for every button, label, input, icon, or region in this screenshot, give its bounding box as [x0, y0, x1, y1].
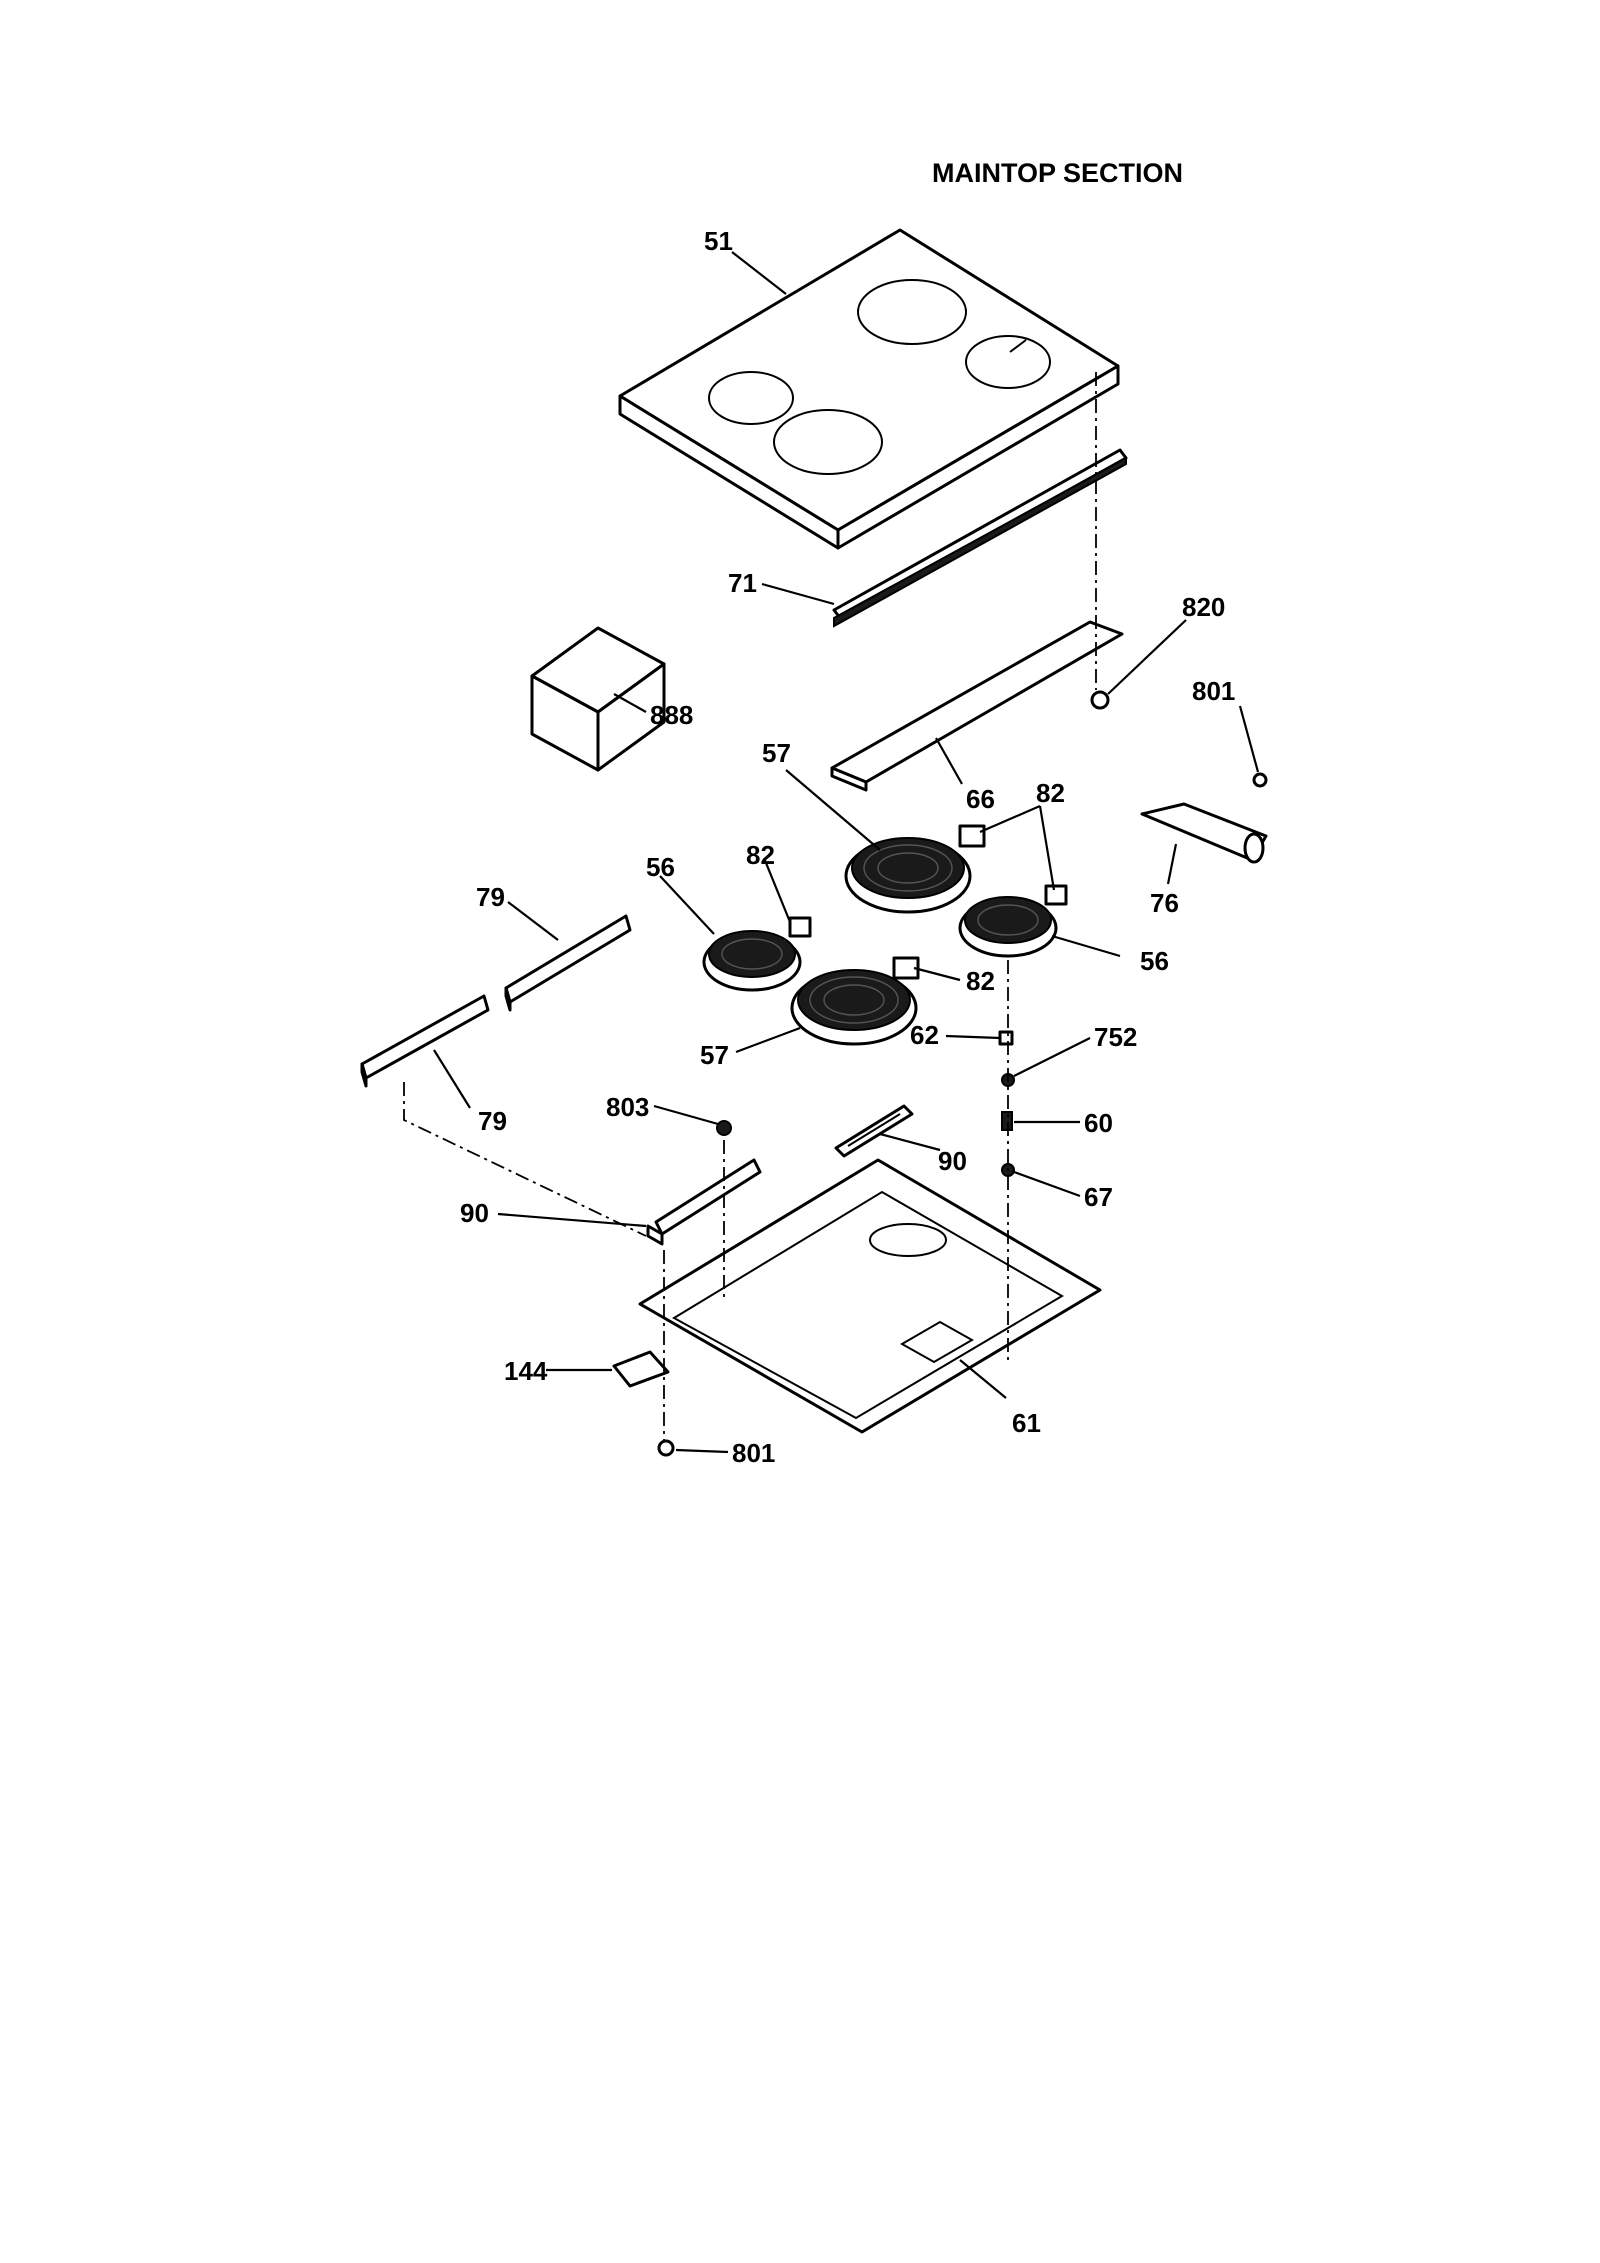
part-62-clip: [998, 1030, 1014, 1046]
callout-90-left: 90: [460, 1198, 489, 1228]
callout-888: 888: [650, 700, 693, 730]
callout-71: 71: [728, 568, 757, 598]
part-79-rail-low: [360, 994, 490, 1088]
part-56-small-element-left: [702, 916, 812, 992]
callout-76: 76: [1150, 888, 1179, 918]
part-801-screw-top: [1252, 772, 1268, 788]
part-71-trim-strip: [832, 448, 1128, 628]
part-66-rear-bracket: [830, 620, 1124, 792]
part-61-burner-box: [638, 1158, 1102, 1434]
part-801-screw-bottom: [657, 1439, 675, 1457]
callout-61: 61: [1012, 1408, 1041, 1438]
part-803-screw: [716, 1120, 732, 1136]
callout-79-low: 79: [478, 1106, 507, 1136]
part-51-glass-cooktop: [618, 228, 1120, 550]
callout-56-right: 56: [1140, 946, 1169, 976]
part-57-large-element-top: [844, 824, 986, 914]
callout-82-mid: 82: [746, 840, 775, 870]
part-90-bracket-right: [834, 1104, 914, 1158]
callout-79-top: 79: [476, 882, 505, 912]
callout-82-low: 82: [966, 966, 995, 996]
callout-820: 820: [1182, 592, 1225, 622]
assembly-lines: [403, 372, 1097, 1440]
callout-803: 803: [606, 1092, 649, 1122]
callout-90-right: 90: [938, 1146, 967, 1176]
part-144-clip: [612, 1350, 670, 1388]
callout-57-low: 57: [700, 1040, 729, 1070]
callout-51: 51: [704, 226, 733, 256]
callout-801-bottom: 801: [732, 1438, 775, 1468]
part-60-spacer: [1001, 1111, 1013, 1131]
callout-57-top: 57: [762, 738, 791, 768]
part-56-small-element-right: [958, 884, 1068, 958]
callout-144: 144: [504, 1356, 548, 1386]
part-79-rail-top: [504, 914, 632, 1012]
callout-62: 62: [910, 1020, 939, 1050]
callout-801-top: 801: [1192, 676, 1235, 706]
callout-82-top: 82: [1036, 778, 1065, 808]
part-90-bracket-left: [646, 1158, 762, 1246]
part-57-large-element-low: [790, 956, 920, 1046]
part-76-harness: [1140, 802, 1268, 864]
callout-66: 66: [966, 784, 995, 814]
callout-56-left: 56: [646, 852, 675, 882]
section-title: MAINTOP SECTION: [932, 158, 1183, 188]
part-888-box: [530, 626, 666, 772]
callout-752: 752: [1094, 1022, 1137, 1052]
callout-67: 67: [1084, 1182, 1113, 1212]
callout-60: 60: [1084, 1108, 1113, 1138]
leader-lines: [433, 251, 1260, 1454]
callout-labels: 51 71 820 801 888 57 66 82 76 79 56 82 5…: [460, 226, 1235, 1468]
part-820-screw: [1090, 690, 1110, 710]
